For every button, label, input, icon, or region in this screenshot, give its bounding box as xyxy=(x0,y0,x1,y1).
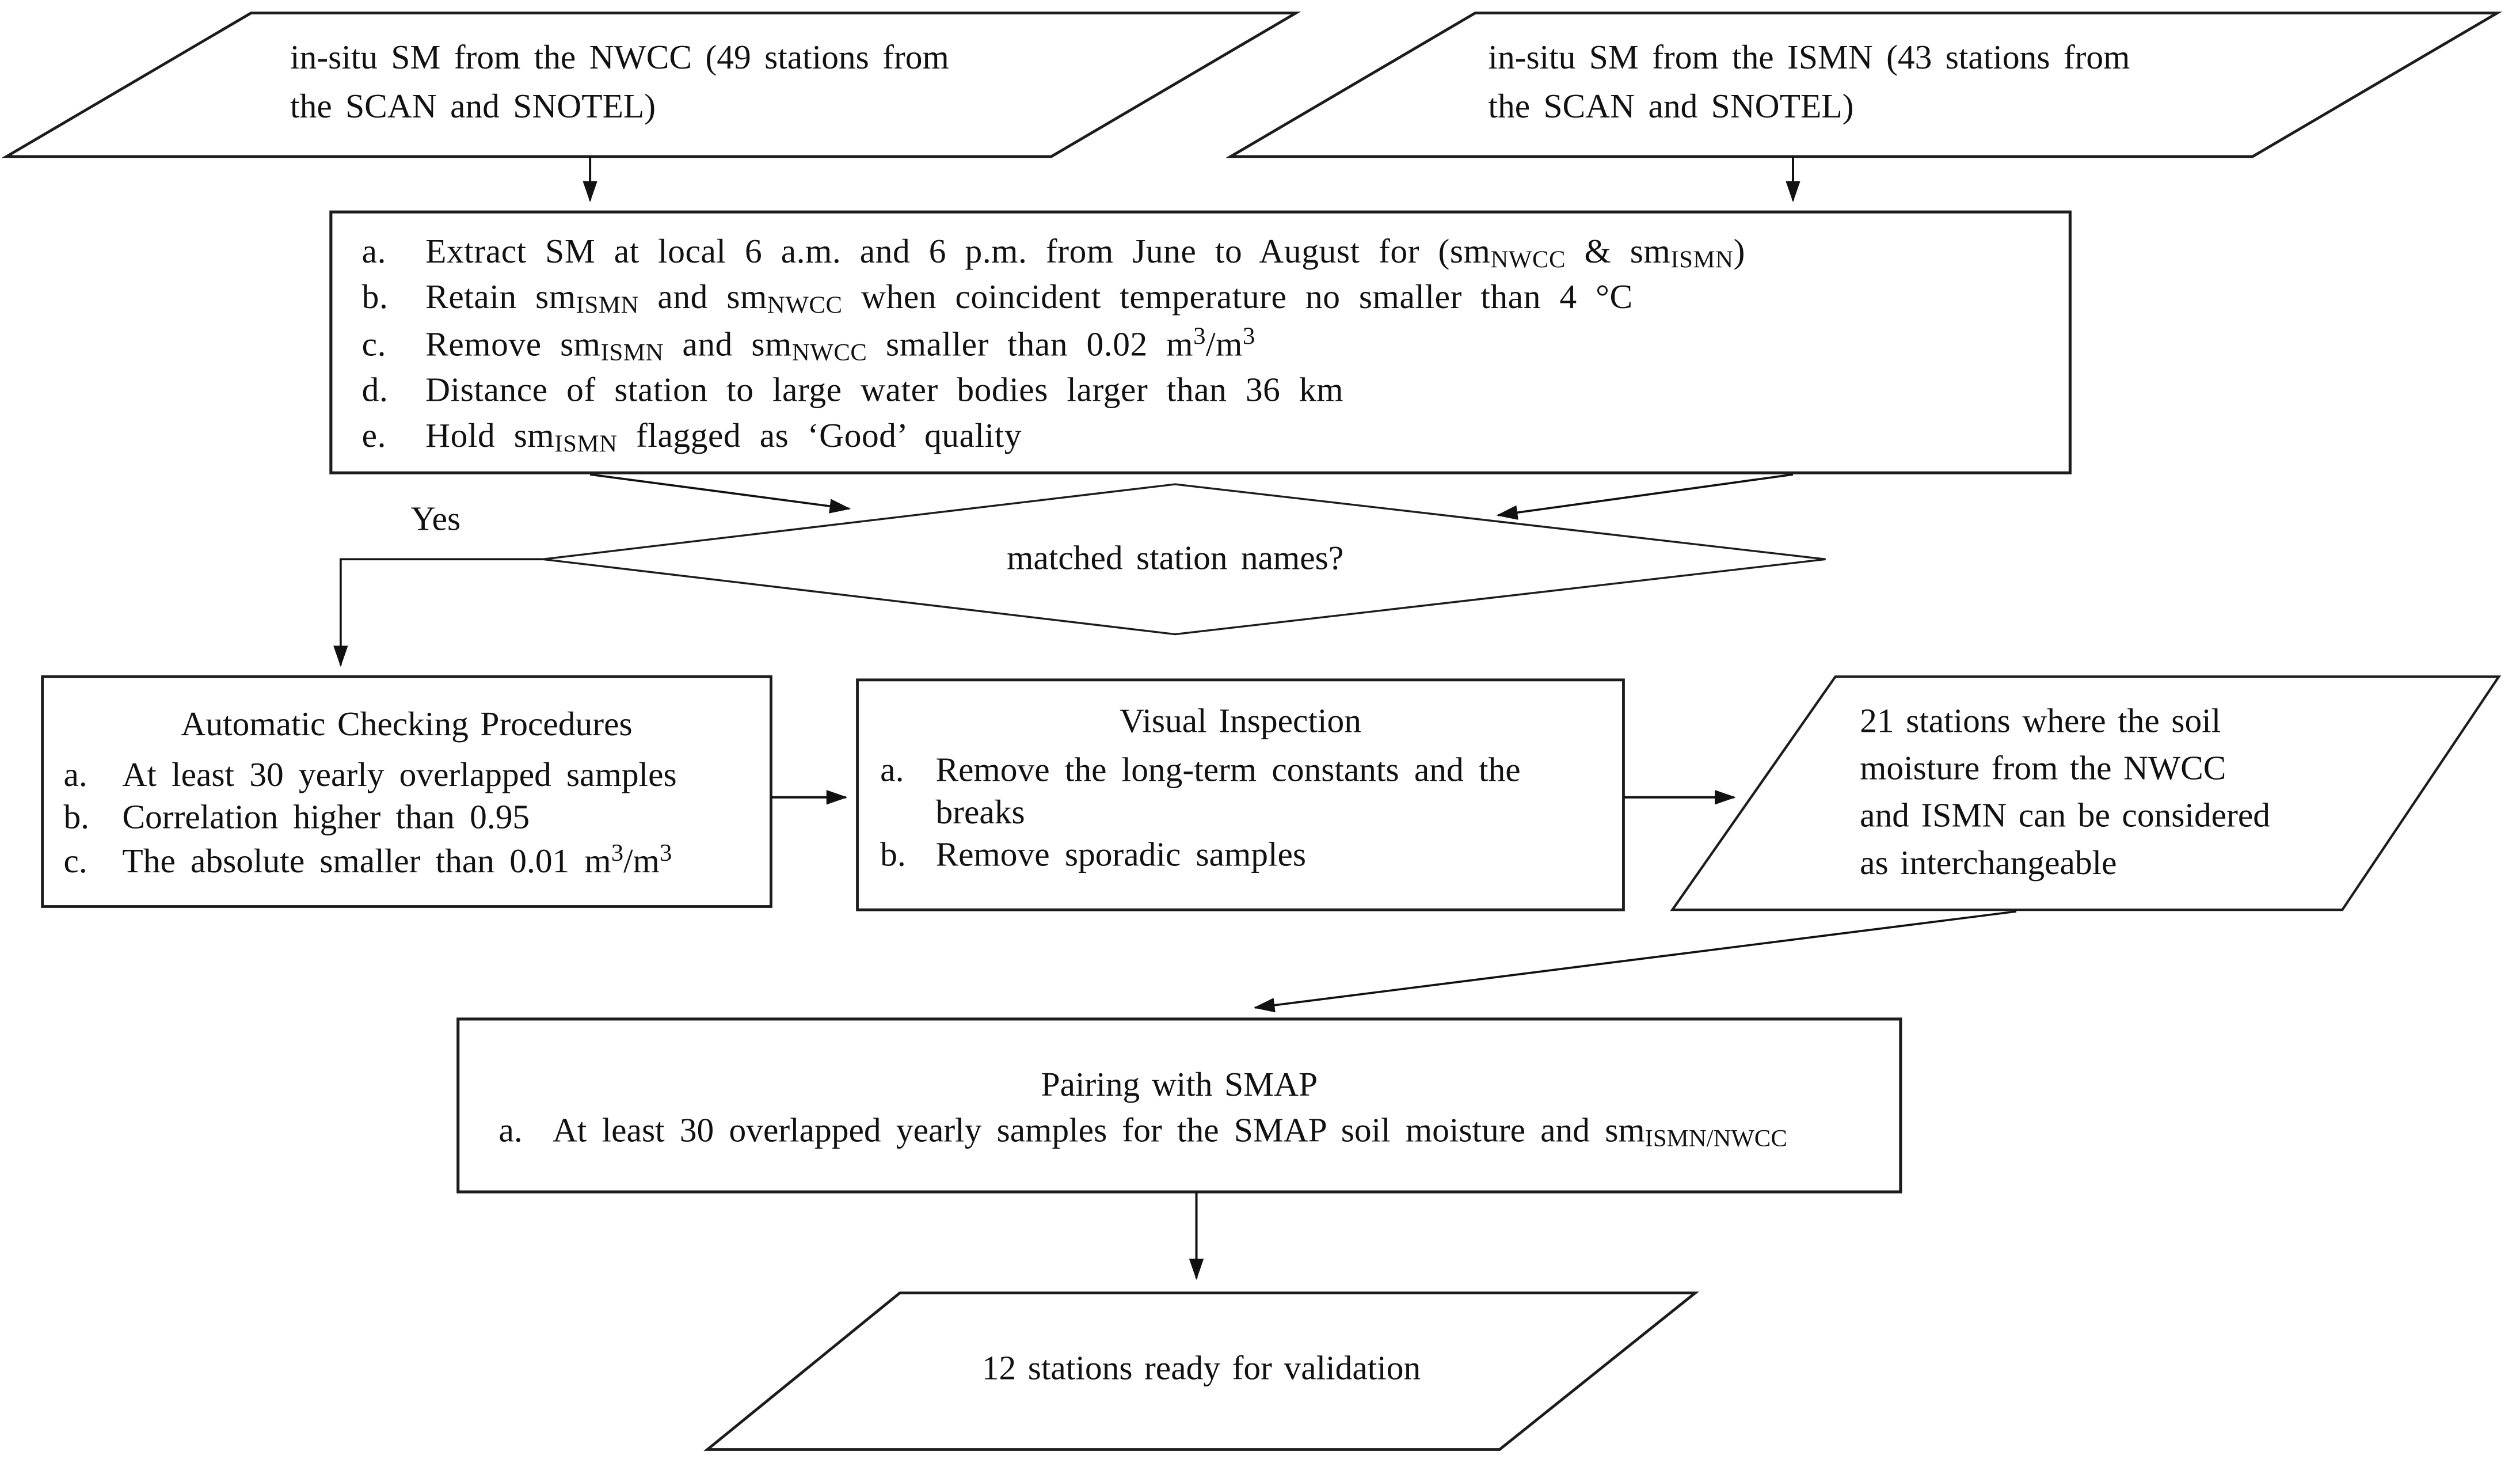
visual-inspection-box xyxy=(856,678,1625,911)
preprocess-item: a. Extract SM at local 6 a.m. and 6 p.m.… xyxy=(362,228,2044,274)
preprocess-item: d. Distance of station to large water bo… xyxy=(362,367,2044,413)
item-text: Correlation higher than 0.95 xyxy=(122,797,530,837)
item-label: a. xyxy=(63,755,87,795)
item-label: a. xyxy=(361,231,387,271)
visual-inspection-title: Visual Inspection xyxy=(1120,701,1361,740)
item-text: Retain smISMN and smNWCC when coincident… xyxy=(425,278,1633,320)
preprocess-item: c. Remove smISMN and smNWCC smaller than… xyxy=(362,321,2044,367)
input-ismn-parallelogram xyxy=(1225,12,2503,158)
pairing-title: Pairing with SMAP xyxy=(1041,1065,1318,1104)
pairing-box xyxy=(456,1017,1902,1194)
visual-inspection-list: a. Remove the long-term constants and th… xyxy=(880,750,1597,876)
arrow-stations21-to-pairing xyxy=(1253,910,2017,1013)
item-label: e. xyxy=(361,416,387,455)
item-label: b. xyxy=(361,278,389,317)
item-text: Extract SM at local 6 a.m. and 6 p.m. fr… xyxy=(425,231,1746,274)
item-label: b. xyxy=(880,834,906,873)
preprocess-item: b. Retain smISMN and smNWCC when coincid… xyxy=(362,275,2044,321)
arrow-preprocess-right-to-decision xyxy=(1496,473,1794,520)
decision-diamond xyxy=(542,483,1826,636)
auto-check-item: b. Correlation higher than 0.95 xyxy=(63,796,764,839)
preprocess-item: e. Hold smISMN flagged as ‘Good’ quality xyxy=(362,413,2044,459)
item-text: The absolute smaller than 0.01 m3/m3 xyxy=(122,841,672,880)
decision-question: matched station names? xyxy=(1007,538,1344,577)
arrow-preprocess-left-to-decision xyxy=(589,473,851,514)
preprocess-list: a. Extract SM at local 6 a.m. and 6 p.m.… xyxy=(362,228,2044,459)
input-ismn-label: in-situ SM from the ISMN (43 stations fr… xyxy=(1488,37,2130,126)
visual-inspection-item: a. Remove the long-term constants and th… xyxy=(880,750,1597,834)
item-label: b. xyxy=(63,797,90,837)
pairing-list: a. At least 30 overlapped yearly samples… xyxy=(499,1109,1894,1152)
item-label: a. xyxy=(880,750,904,789)
auto-check-item: a. At least 30 yearly overlapped samples xyxy=(63,753,764,796)
validation-parallelogram xyxy=(703,1291,1699,1451)
item-label: d. xyxy=(361,370,389,409)
visual-inspection-item: b. Remove sporadic samples xyxy=(880,834,1597,876)
auto-check-title: Automatic Checking Procedures xyxy=(181,704,633,744)
pairing-item: a. At least 30 overlapped yearly samples… xyxy=(499,1109,1894,1152)
item-text: Remove smISMN and smNWCC smaller than 0.… xyxy=(425,324,1256,367)
item-label: a. xyxy=(498,1110,523,1150)
arrow-decision-yes-to-auto-check xyxy=(333,558,543,667)
item-text: Distance of station to large water bodie… xyxy=(425,370,1344,409)
auto-check-box xyxy=(41,675,772,908)
decision-yes-label: Yes xyxy=(410,499,461,538)
auto-check-list: a. At least 30 yearly overlapped samples… xyxy=(63,753,764,882)
item-text: Remove the long-term constants and the b… xyxy=(935,750,1521,831)
input-nwcc-parallelogram xyxy=(1,12,1301,158)
item-text: At least 30 overlapped yearly samples fo… xyxy=(552,1110,1787,1153)
auto-check-item: c. The absolute smaller than 0.01 m3/m3 xyxy=(63,839,764,883)
preprocess-box xyxy=(329,210,2072,474)
stations-21-parallelogram xyxy=(1670,675,2502,911)
input-nwcc-label: in-situ SM from the NWCC (49 stations fr… xyxy=(290,37,949,126)
item-label: c. xyxy=(63,841,87,880)
validation-output-label: 12 stations ready for validation xyxy=(981,1348,1421,1388)
item-text: At least 30 yearly overlapped samples xyxy=(122,755,677,795)
item-label: c. xyxy=(361,324,387,363)
item-text: Remove sporadic samples xyxy=(935,834,1307,873)
item-text: Hold smISMN flagged as ‘Good’ quality xyxy=(425,416,1022,459)
